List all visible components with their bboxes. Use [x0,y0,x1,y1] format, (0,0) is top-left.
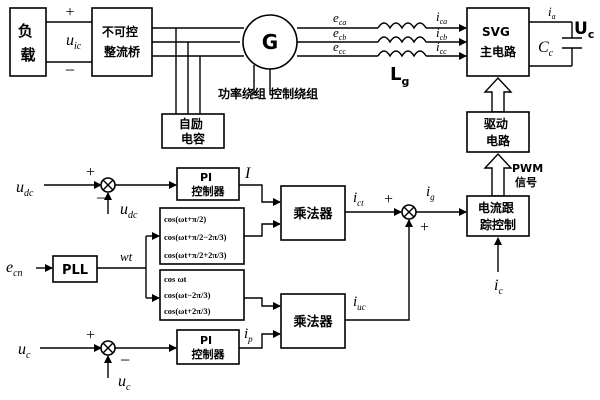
I-label: I [244,165,251,182]
lg-label: Lg [390,64,409,88]
i-uc-label: iuc [353,294,366,312]
i-p-label: ip [244,326,253,344]
i-cb-label: icb [436,25,447,42]
phase-shift-block-bottom [159,269,245,321]
e-ca-label: eca [333,10,346,27]
pll-label: PLL [62,263,88,278]
generator-label: G [262,30,278,54]
i-ct-label: ict [353,190,364,208]
sum2-plus-bottom: + [420,219,429,236]
sin-to-mult [244,220,281,237]
drive-circuit-label: 驱动 电路 [484,117,512,148]
u-dc-ref-label: udc [16,179,34,199]
e-cn-label: ecn [6,259,23,279]
sum2-plus-top: + [384,191,393,208]
winding-label: 功率绕组 控制绕组 [218,86,318,101]
u-c-ref-label: uc [18,341,31,361]
pi-bottom-block [176,329,240,365]
u-dc-fb-label: udc [120,201,138,221]
pi-bottom-label: PI 控制器 [192,334,226,361]
sin-bot-text: cos(ωt+π/2+2π/3) [164,250,227,260]
pi-top-label: PI 控制器 [192,171,226,198]
sum1-cross-b [102,179,114,191]
sum1-minus: − [96,188,106,208]
pwm-label: PWM 信号 [512,162,547,189]
i-g-label: ig [426,184,435,202]
pi-top-to-mult [239,184,281,206]
u-ic-label: uic [66,32,82,52]
multiplier-bottom-block [280,293,346,349]
svg-main-circuit-label: SVG 主电路 [480,25,517,59]
rectifier-label: 不可控 整流桥 [102,24,142,59]
phase-shift-block-top [159,207,245,265]
sum2-cross-b [403,206,415,218]
i-cc-label: icc [436,39,447,56]
pi-top-block [176,167,240,201]
i-uc-line [345,219,413,321]
pll-block [52,255,98,283]
sum3-plus: + [86,327,95,344]
cos-top-text: cos ωt [164,274,187,284]
inductor-lg [377,22,427,58]
e-cc-label: ecc [333,39,346,56]
e-cb-label: ecb [333,25,346,42]
u-c-fb-label: uc [118,373,131,393]
dc-plus-sign: + [65,4,74,21]
i-ca-label: ica [436,9,447,26]
i-c-label: ic [494,277,503,297]
load-label: 负 载 [18,22,38,64]
current-tracking-label: 电流跟 踪控制 [478,200,518,232]
sum3-minus: − [120,350,130,370]
sum3-cross-b [102,342,114,354]
cos-bot-text: cos(ωt+2π/3) [164,306,211,316]
tracking-to-drive-arrow [483,152,513,197]
drive-to-svg-arrow [483,76,513,113]
uc-label: Uc [574,19,594,41]
rectifier-block [91,7,153,77]
wt-label: wt [120,249,133,264]
sin-mid-text: cos(ωt+π/2−2π/3) [164,232,227,242]
sum1-plus: + [86,164,95,181]
pi-bottom-to-mult [239,330,281,349]
load-block [9,7,47,77]
i-a-label: ia [548,4,556,21]
self-exc-cap-label: 自励 电容 [179,116,207,146]
cos-mid-text: cos(ωt−2π/3) [164,290,211,300]
multiplier-top-block [280,185,346,241]
cos-to-mult [244,297,281,310]
current-tracking-block [466,195,530,237]
svg-main-circuit-block [466,7,530,77]
multiplier-bottom-label: 乘法器 [292,314,333,330]
cc-label: Cc [538,39,554,59]
drive-circuit-block [466,111,530,153]
multiplier-top-label: 乘法器 [292,206,333,222]
self-exc-cap-block [161,113,225,149]
sin-top-text: cos(ωt+π/2) [164,214,206,224]
dc-minus-sign: − [65,60,75,80]
